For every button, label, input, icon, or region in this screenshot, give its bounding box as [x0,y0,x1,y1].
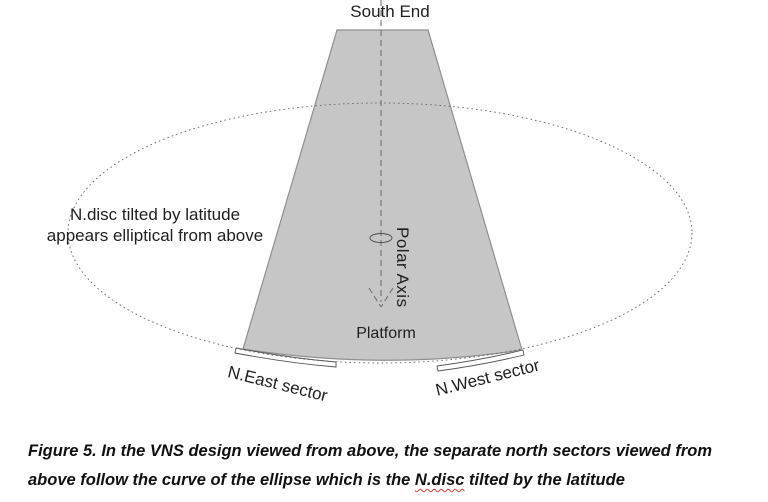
ellipse-note-line2: appears elliptical from above [46,226,264,245]
figure-caption-line2: above follow the curve of the ellipse wh… [28,466,752,495]
ellipse-note-label: N.disc tilted by latitude appears ellipt… [33,204,277,246]
vns-top-view-diagram [67,0,693,372]
polar-axis-label: Polar Axis [393,227,412,308]
polar-axis-arrowhead-icon [368,287,394,308]
figure-caption-line2-pre: above follow the curve of the ellipse wh… [28,471,415,489]
figure-caption-misspelled-word: N.disc [414,471,465,489]
platform-shape [242,29,523,361]
figure-caption-line1: Figure 5. In the VNS design viewed from … [28,442,713,460]
platform-label: Platform [356,325,416,342]
ellipse-note-line1: N.disc tilted by latitude [69,205,241,224]
axis-rotation-ellipse-icon [369,233,393,243]
figure-caption: Figure 5. In the VNS design viewed from … [28,437,752,495]
figure-caption-line2-post: tilted by the latitude [464,471,625,489]
nw-sector-shape [436,349,525,372]
south-end-label: South End [350,2,430,21]
ne-sector-shape [234,347,337,368]
n-disc-ellipse [67,102,693,364]
